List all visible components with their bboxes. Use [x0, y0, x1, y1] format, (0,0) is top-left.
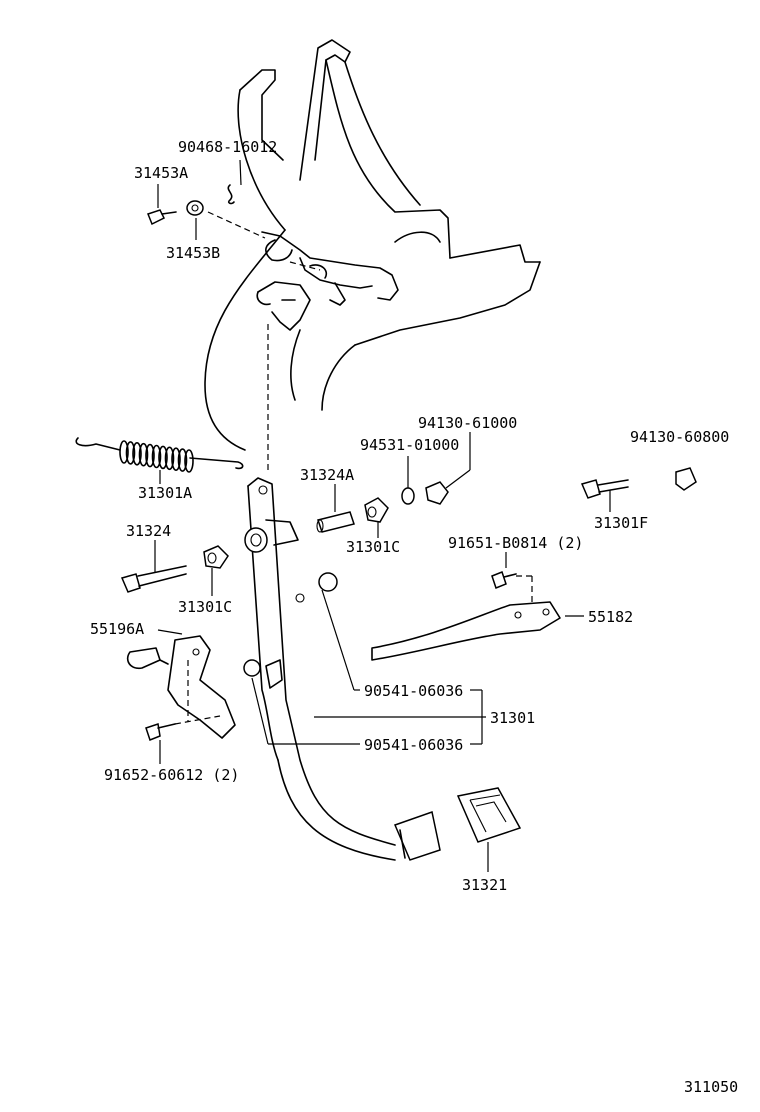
bolt-91652-60612: [145, 715, 221, 764]
label-31301c-right: 31301C: [346, 538, 400, 556]
label-91652-60612: 91652-60612 (2): [104, 766, 239, 784]
label-55182: 55182: [588, 608, 633, 626]
spring-coil: [138, 442, 149, 467]
spring-coil: [164, 446, 175, 471]
label-90541-06036-lower: 90541-06036: [364, 736, 463, 754]
spring-coil: [132, 441, 142, 466]
bolt-31324: [120, 540, 187, 593]
label-94531-01000: 94531-01000: [360, 436, 459, 454]
spring-coil: [158, 445, 168, 470]
nut-94130-61000: [425, 432, 471, 505]
label-31453b: 31453B: [166, 244, 220, 262]
pedal-support-bracket: [204, 39, 541, 451]
label-90541-06036-upper: 90541-06036: [364, 682, 463, 700]
cushion-90541-06036-upper: [318, 572, 360, 691]
label-31321: 31321: [462, 876, 507, 894]
bushing-31301c-right: [364, 497, 389, 538]
clutch-pedal-arm-31301: [244, 320, 441, 861]
label-94130-61000: 94130-61000: [418, 414, 517, 432]
return-spring-31301a: [75, 437, 244, 484]
pedal-pad-31321: [456, 787, 522, 872]
spring-coil: [171, 447, 181, 472]
spring-coil: [184, 449, 194, 473]
spring-coil: [145, 443, 155, 468]
switch-bracket-55196a: [126, 629, 236, 739]
bushing-31453b: [186, 200, 204, 240]
label-31301a: 31301A: [138, 484, 192, 502]
label-90468-16012: 90468-16012: [178, 138, 277, 156]
clip-90468-16012: [227, 159, 242, 205]
label-91651-b0814: 91651-B0814 (2): [448, 534, 583, 552]
nut-94130-60800: [675, 467, 697, 491]
label-31301c-left: 31301C: [178, 598, 232, 616]
label-31301: 31301: [490, 709, 535, 727]
spring-coil: [151, 444, 162, 469]
label-31301f: 31301F: [594, 514, 648, 532]
leader-31301: [314, 689, 486, 745]
diagram-code: 311050: [684, 1078, 738, 1096]
spring-coil: [125, 441, 136, 465]
bolt-91651-b0814: [491, 552, 533, 606]
label-31324a: 31324A: [300, 466, 354, 484]
cushion-90541-06036-lower: [243, 659, 360, 745]
pipe-31324a: [316, 484, 355, 533]
bushing-31301c-left: [203, 545, 229, 596]
clutch-master-cylinder-pushrod: [207, 211, 399, 331]
label-31324: 31324: [126, 522, 171, 540]
bolt-31301f: [580, 479, 629, 512]
washer-94531-01000: [401, 456, 415, 505]
bracket-55182: [371, 601, 584, 661]
spring-coil: [177, 448, 188, 472]
label-55196a: 55196A: [90, 620, 144, 638]
pin-31453a: [147, 184, 177, 226]
spring-coil: [119, 440, 129, 464]
label-31453a: 31453A: [134, 164, 188, 182]
label-94130-60800: 94130-60800: [630, 428, 729, 446]
